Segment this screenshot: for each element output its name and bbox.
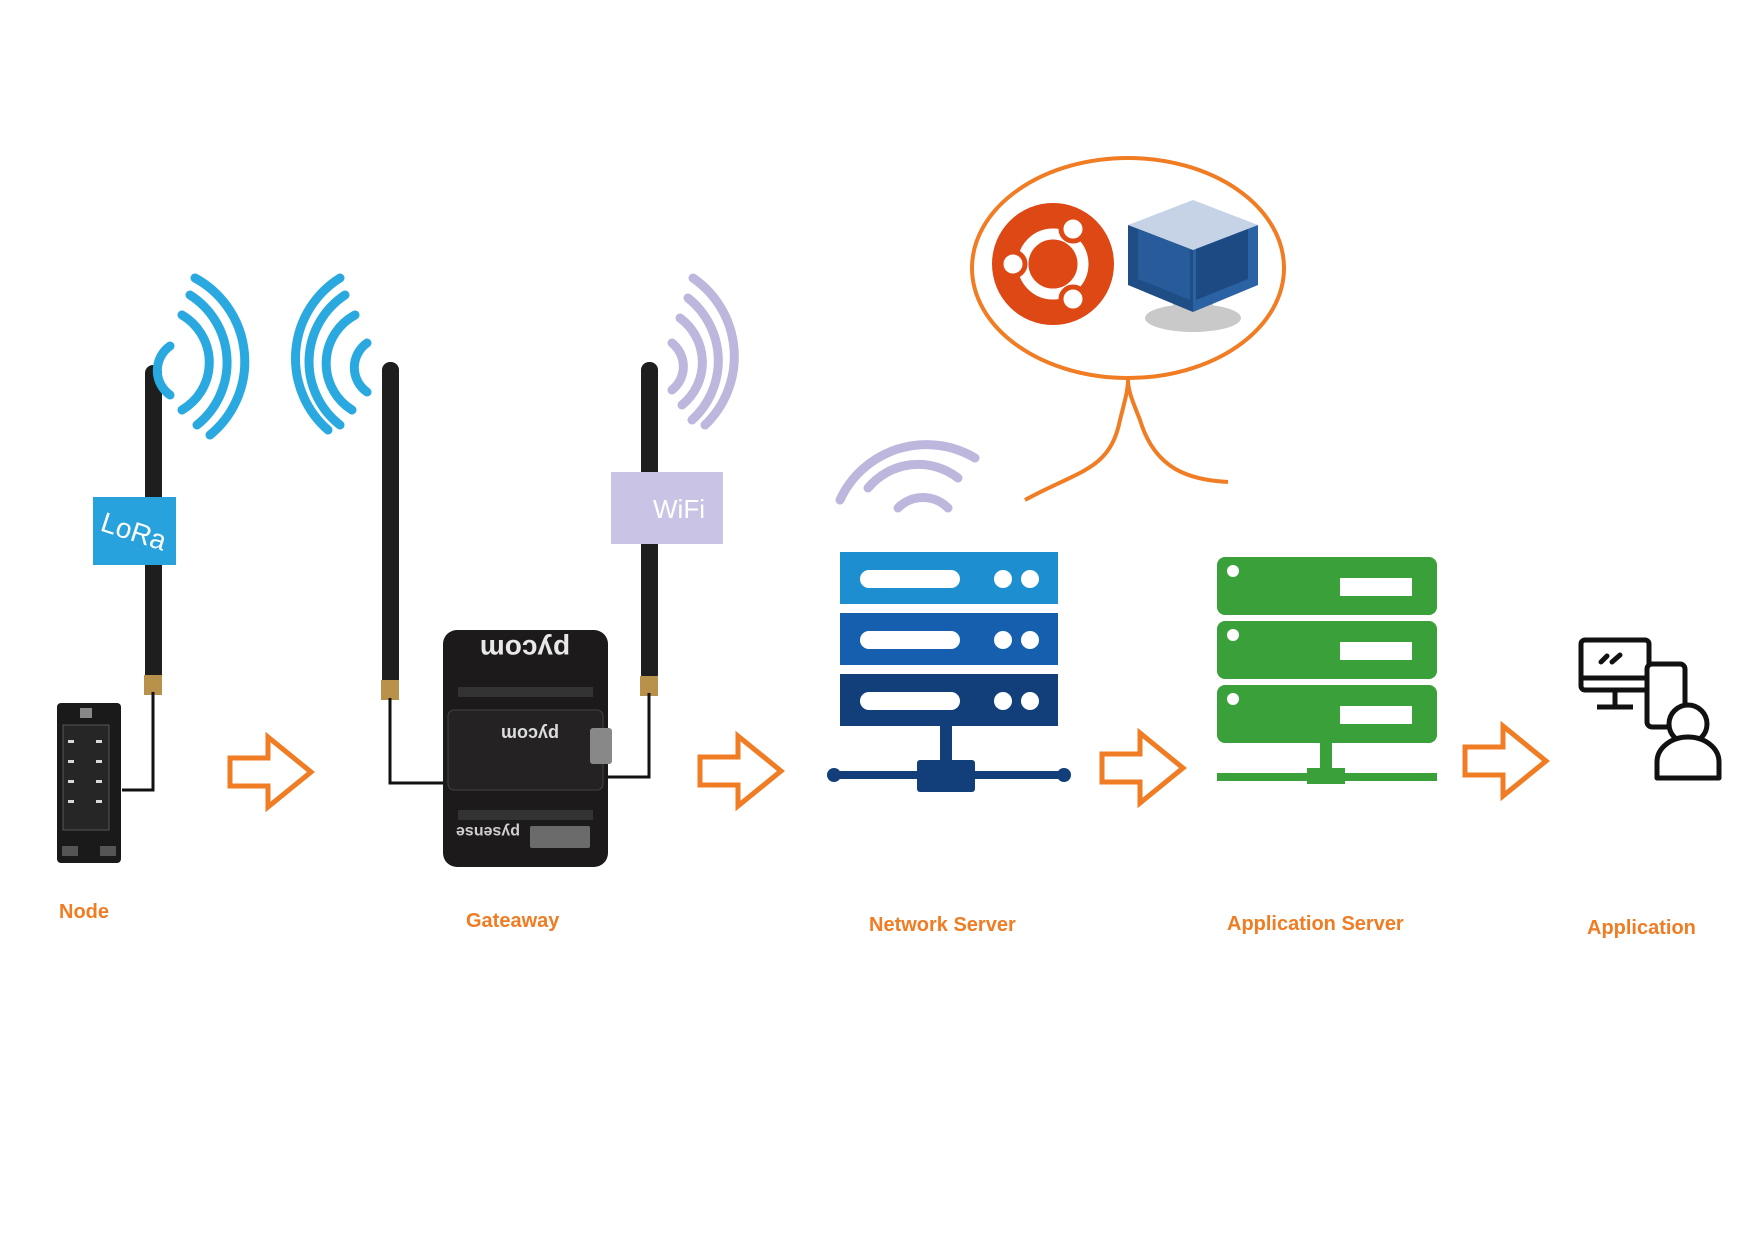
network-server-wifi-icon [835,440,980,513]
label-network-server: Network Server [869,914,1016,936]
label-node: Node [59,901,109,923]
lora-wave-icon [152,273,250,440]
flow-arrow-icon [1099,727,1187,809]
gateway-module [447,709,604,791]
wifi-tag: WiFi [653,494,705,524]
virtualbox-icon [1128,200,1258,332]
gateway-lora-antenna-icon [382,362,399,687]
gateway-module-brand: pycom [501,724,559,744]
lora-wave-icon [291,273,372,435]
vm-callout [970,156,1286,502]
label-gateway: Gateaway [466,910,560,932]
wifi-wave-icon [667,273,739,430]
flow-arrow-icon [697,730,785,812]
ubuntu-icon [992,203,1114,325]
flow-arrow-icon [227,731,315,813]
flow-arrow-icon [1462,720,1550,802]
wifi-tag-background [611,472,723,544]
network-server-icon [827,552,1071,792]
gateway-bottom-brand: pysense [456,823,520,840]
application-server-icon [1217,557,1437,784]
gateway-device: pycom pycom pysense [381,362,658,867]
workstation-user-icon [1578,637,1722,781]
lora-tag-background [93,497,176,565]
label-application-server: Application Server [1227,913,1404,935]
gateway-brand: pycom [480,634,570,665]
label-application: Application [1587,917,1696,939]
node-device [57,365,162,863]
